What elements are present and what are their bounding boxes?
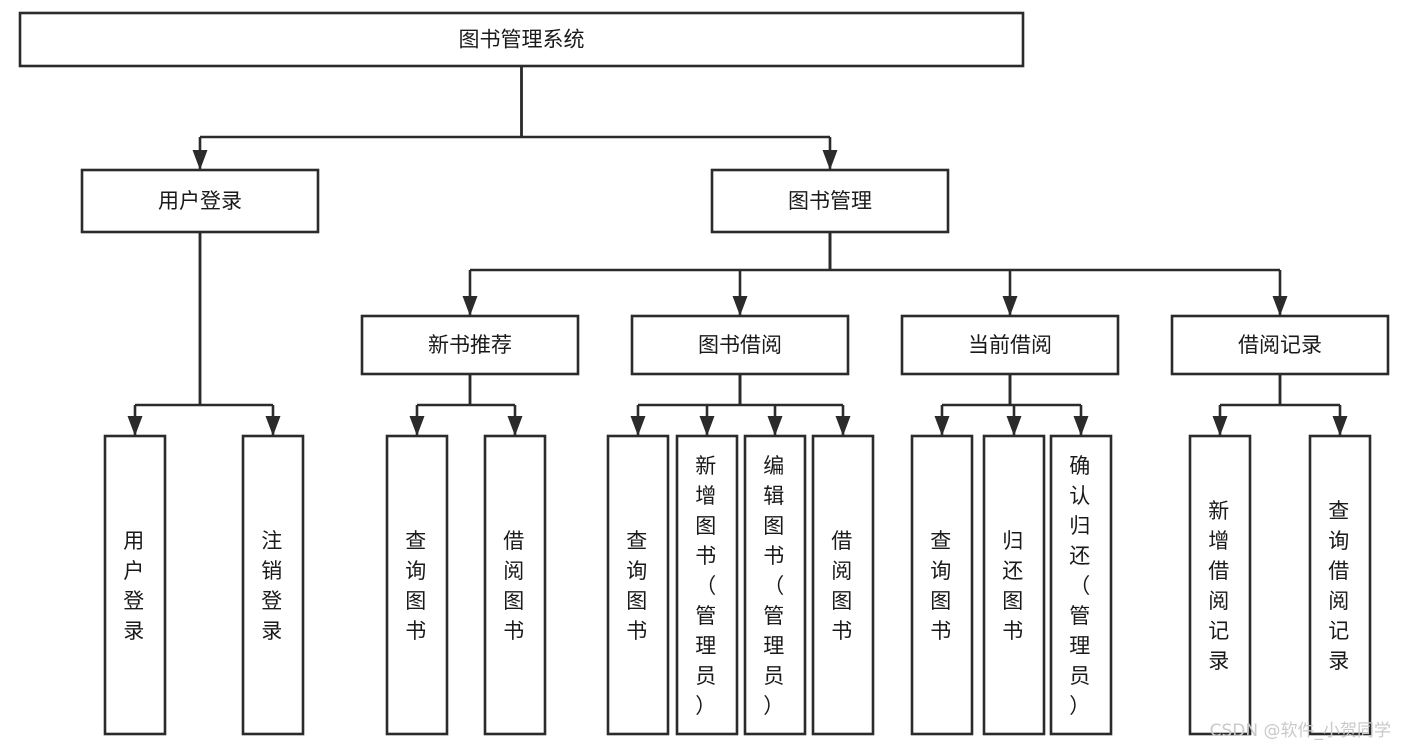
connector-edge: [732, 232, 832, 316]
node-box-leaf-query-record: [1308, 434, 1372, 736]
node-label-leaf-query-book-2: 查询图书: [626, 529, 650, 643]
node-label-leaf-query-book-1: 查询图书: [405, 529, 429, 643]
node-leaf-user-logout[interactable]: 注销登录: [241, 434, 305, 736]
node-box-leaf-add-book: [675, 434, 739, 736]
connector-edge: [828, 232, 1018, 316]
node-label-book-manage: 图书管理: [788, 189, 872, 213]
node-leaf-query-record[interactable]: 查询借阅记录: [1308, 434, 1372, 736]
node-leaf-borrow-book-2[interactable]: 借阅图书: [811, 434, 875, 736]
connectors-layer: [127, 66, 1348, 436]
node-book-manage[interactable]: 图书管理: [710, 168, 950, 234]
node-box-leaf-return-book: [982, 434, 1046, 736]
node-new-book-recommend[interactable]: 新书推荐: [360, 314, 580, 376]
node-box-leaf-query-book-3: [910, 434, 974, 736]
node-box-leaf-user-logout: [241, 434, 305, 736]
node-label-leaf-add-book: 新增图书（管理员）: [695, 454, 719, 718]
connector-edge: [1008, 374, 1089, 436]
connector-edge: [1278, 374, 1348, 436]
node-leaf-user-login[interactable]: 用户登录: [103, 434, 167, 736]
node-leaf-add-book[interactable]: 新增图书（管理员）: [675, 434, 739, 736]
node-box-leaf-borrow-book-2: [811, 434, 875, 736]
node-label-book-borrow: 图书借阅: [698, 333, 782, 357]
node-label-leaf-add-record: 新增借阅记录: [1208, 499, 1232, 673]
node-label-leaf-user-logout: 注销登录: [261, 529, 285, 643]
node-box-leaf-query-book-2: [606, 434, 670, 736]
node-borrow-record[interactable]: 借阅记录: [1170, 314, 1390, 376]
node-box-leaf-query-book-1: [385, 434, 449, 736]
connector-edge: [468, 374, 523, 436]
node-label-current-borrow: 当前借阅: [968, 333, 1052, 357]
node-root[interactable]: 图书管理系统: [18, 11, 1025, 68]
node-box-new-book-recommend: [360, 314, 580, 376]
node-leaf-borrow-book-1[interactable]: 借阅图书: [483, 434, 547, 736]
node-leaf-query-book-3[interactable]: 查询图书: [910, 434, 974, 736]
connector-edge: [462, 232, 832, 316]
node-label-user-login: 用户登录: [158, 189, 242, 213]
node-box-leaf-user-login: [103, 434, 167, 736]
node-label-new-book-recommend: 新书推荐: [428, 333, 512, 357]
node-leaf-query-book-2[interactable]: 查询图书: [606, 434, 670, 736]
node-box-borrow-record: [1170, 314, 1390, 376]
node-box-book-manage: [710, 168, 950, 234]
node-label-leaf-query-record: 查询借阅记录: [1328, 499, 1352, 673]
watermark-label: CSDN @软件_小贺同学: [1209, 721, 1391, 741]
connector-edge: [198, 232, 281, 436]
node-current-borrow[interactable]: 当前借阅: [900, 314, 1120, 376]
node-leaf-add-record[interactable]: 新增借阅记录: [1188, 434, 1252, 736]
node-box-current-borrow: [900, 314, 1120, 376]
node-leaf-edit-book[interactable]: 编辑图书（管理员）: [743, 434, 807, 736]
node-label-leaf-user-login: 用户登录: [123, 529, 147, 643]
node-label-borrow-record: 借阅记录: [1238, 333, 1322, 357]
node-label-leaf-return-book: 归还图书: [1002, 529, 1026, 643]
node-leaf-query-book-1[interactable]: 查询图书: [385, 434, 449, 736]
node-box-leaf-confirm-return: [1049, 434, 1113, 736]
node-user-login[interactable]: 用户登录: [80, 168, 320, 234]
nodes-layer: 图书管理系统用户登录图书管理新书推荐图书借阅当前借阅借阅记录用户登录注销登录查询…: [18, 11, 1390, 736]
node-label-root: 图书管理系统: [459, 28, 585, 52]
node-box-leaf-edit-book: [743, 434, 807, 736]
node-leaf-confirm-return[interactable]: 确认归还（管理员）: [1049, 434, 1113, 736]
node-box-user-login: [80, 168, 320, 234]
node-label-leaf-borrow-book-1: 借阅图书: [503, 529, 527, 643]
node-label-leaf-borrow-book-2: 借阅图书: [831, 529, 855, 643]
node-box-leaf-add-record: [1188, 434, 1252, 736]
node-label-leaf-edit-book: 编辑图书（管理员）: [763, 454, 787, 718]
connector-edge: [520, 66, 838, 170]
node-box-leaf-borrow-book-1: [483, 434, 547, 736]
connector-edge: [738, 374, 851, 436]
node-leaf-return-book[interactable]: 归还图书: [982, 434, 1046, 736]
node-label-leaf-confirm-return: 确认归还（管理员）: [1069, 454, 1093, 718]
connector-edge: [828, 232, 1288, 316]
connector-edge: [192, 66, 523, 170]
node-box-book-borrow: [630, 314, 850, 376]
node-book-borrow[interactable]: 图书借阅: [630, 314, 850, 376]
node-label-leaf-query-book-3: 查询图书: [930, 529, 954, 643]
node-box-root: [18, 11, 1025, 68]
